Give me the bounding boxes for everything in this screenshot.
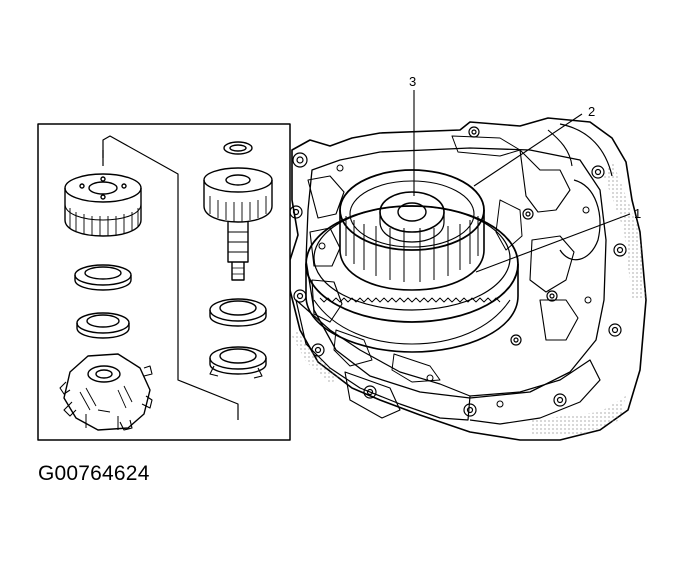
clutch-drum-assembly xyxy=(305,169,519,353)
ring-gear-part xyxy=(64,173,142,237)
bearing-race-part xyxy=(76,312,130,339)
thrust-bearing-part xyxy=(209,298,267,327)
planet-carrier-part xyxy=(59,353,153,431)
snap-ring-part xyxy=(223,141,253,155)
thrust-washer-tabbed-part xyxy=(209,346,267,379)
callout-1: 1 xyxy=(634,206,641,221)
callout-leaders xyxy=(413,90,631,273)
sun-gear-shaft-part xyxy=(203,167,273,281)
leader-line-2 xyxy=(473,113,583,187)
thrust-washer-part xyxy=(74,264,132,291)
leader-line-1 xyxy=(475,213,631,273)
callout-2: 2 xyxy=(588,104,595,119)
exploded-parts-inset xyxy=(37,123,291,441)
transmission-case-illustration xyxy=(289,117,647,441)
figure-code: G00764624 xyxy=(38,462,150,485)
callout-3: 3 xyxy=(409,74,416,89)
